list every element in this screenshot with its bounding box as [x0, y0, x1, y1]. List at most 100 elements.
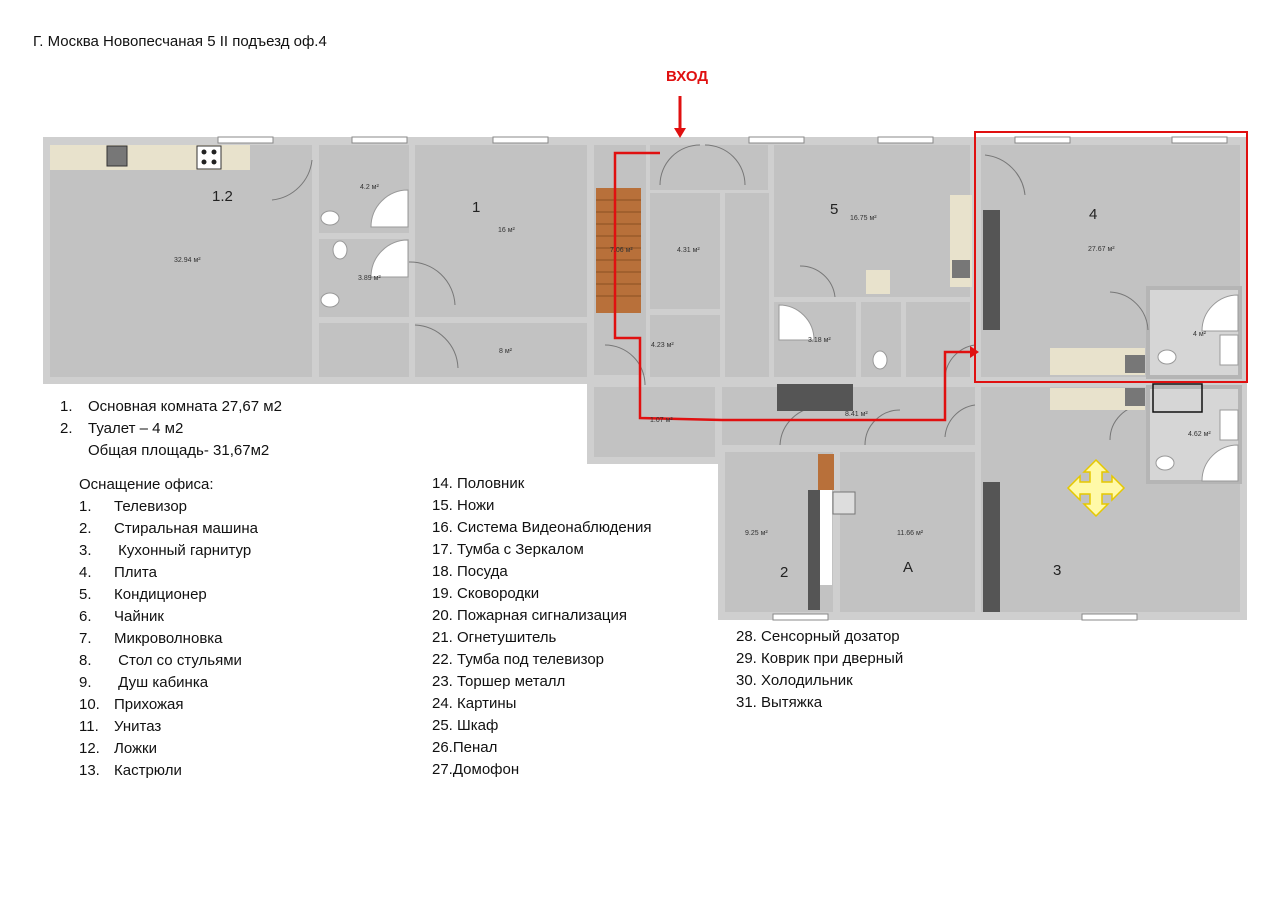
window: [1171, 136, 1228, 144]
shower-icon: [1201, 444, 1239, 482]
staircase-small: [818, 454, 834, 490]
sink-icon: [952, 260, 970, 278]
equipment-item: 19. Сковородки: [432, 585, 540, 602]
equipment-item: 15. Ножи: [432, 497, 495, 514]
staircase: [596, 188, 641, 313]
equipment-item: 21. Огнетушитель: [432, 629, 557, 646]
door-swing: [944, 404, 976, 438]
door-swing: [604, 344, 646, 386]
room-label: 4: [1089, 206, 1097, 223]
equipment-item: 6.Чайник: [79, 608, 164, 625]
entrance-label: ВХОД: [666, 68, 709, 85]
summary-item: 2.Туалет – 4 м2: [60, 420, 184, 437]
corridor-mid-floor: [725, 193, 769, 377]
move-arrow-icon: [1066, 458, 1126, 518]
equipment-item: 18. Посуда: [432, 563, 508, 580]
corridor-top-floor: [650, 145, 768, 190]
room-area: 16.75 м²: [850, 215, 877, 222]
room-area: 16 м²: [498, 227, 516, 234]
equipment-item: 25. Шкаф: [432, 717, 499, 734]
room-area: 1.07 м²: [650, 417, 673, 424]
summary-total: Общая площадь- 31,67м2: [88, 442, 270, 459]
equipment-item: 2.Стиральная машина: [79, 520, 258, 537]
window: [877, 136, 934, 144]
room-area: 3.18 м²: [808, 337, 831, 344]
equipment-item: 30. Холодильник: [736, 672, 853, 689]
summary-item: 1.Основная комната 27,67 м2: [60, 398, 282, 415]
wardrobe: [983, 210, 1000, 330]
window: [748, 136, 805, 144]
equipment-list-1: Оснащение офиса: 1.Телевизор 2.Стиральна…: [79, 474, 258, 782]
fridge-icon: [1152, 383, 1203, 413]
room-area: 4.31 м²: [677, 247, 700, 254]
page-title: Г. Москва Новопесчаная 5 II подъезд оф.4: [33, 33, 327, 50]
toilet-icon: [320, 292, 340, 308]
route-line: [613, 151, 972, 422]
window: [351, 136, 408, 144]
room-area: 8 м²: [499, 348, 513, 355]
equipment-item: 4.Плита: [79, 564, 157, 581]
wardrobe: [983, 482, 1000, 612]
room-area: 4.23 м²: [651, 342, 674, 349]
sink-icon: [1219, 334, 1239, 366]
room-8-floor: [415, 323, 587, 377]
room-4-31-floor: [650, 193, 720, 309]
equipment-item: 31. Вытяжка: [736, 694, 823, 711]
toilet-icon: [872, 350, 888, 370]
room-area: 9.25 м²: [745, 530, 768, 537]
small-box: [832, 491, 856, 515]
door-swing: [659, 144, 701, 186]
equipment-item: 5.Кондиционер: [79, 586, 207, 603]
room-1-2-floor: [50, 145, 312, 377]
room-area: 4 м²: [1193, 331, 1207, 338]
room-label: 3: [1053, 562, 1061, 579]
room-area: 27.67 м²: [1088, 246, 1115, 253]
room-storage-floor: [906, 302, 970, 377]
equipment-item: 11.Унитаз: [79, 718, 162, 735]
equipment-item: 12.Ложки: [79, 740, 157, 757]
equipment-item: 26.Пенал: [432, 739, 498, 756]
partition-dark: [808, 490, 820, 610]
equipment-item: 10.Прихожая: [79, 696, 184, 713]
room-1-07-floor: [594, 387, 715, 457]
equipment-list-2: 14. Половник 15. Ножи 16. Система Видеон…: [432, 473, 652, 781]
partition-white: [820, 490, 832, 585]
equipment-heading: Оснащение офиса:: [79, 476, 214, 493]
room-label: 1: [472, 199, 480, 216]
equipment-item: 14. Половник: [432, 475, 525, 492]
toilet-icon: [332, 240, 348, 260]
equipment-item: 13.Кастрюли: [79, 762, 182, 779]
toilet-icon: [1155, 455, 1175, 471]
door-swing: [408, 261, 456, 306]
equipment-item: 7.Микроволновка: [79, 630, 223, 647]
room-area: 4.62 м²: [1188, 431, 1211, 438]
room-area: 7.06 м²: [610, 247, 633, 254]
room-4-23-floor: [650, 315, 720, 377]
shower-icon: [778, 304, 815, 341]
equipment-item: 20. Пожарная сигнализация: [432, 607, 628, 624]
sink-icon: [1219, 409, 1239, 441]
sink-icon: [1125, 355, 1145, 373]
window: [492, 136, 549, 144]
shower-icon: [370, 189, 409, 228]
equipment-item: 1.Телевизор: [79, 498, 188, 515]
shower-icon: [370, 239, 409, 278]
counter-dark: [777, 384, 853, 411]
door-swing: [271, 159, 313, 201]
room-label: 1.2: [212, 188, 233, 205]
room-a-floor: [840, 452, 975, 612]
equipment-list-3: 28. Сенсорный дозатор 29. Коврик при две…: [736, 626, 903, 714]
room-area: 32.94 м²: [174, 257, 201, 264]
summary-list: 1.Основная комната 27,67 м2 2.Туалет – 4…: [60, 396, 282, 462]
stove-icon: [196, 145, 222, 170]
room-small-floor: [319, 323, 409, 377]
room-area: 8.41 м²: [845, 411, 868, 418]
toilet-icon: [1157, 349, 1177, 365]
door-swing: [799, 265, 836, 298]
sink-icon: [106, 145, 128, 167]
window: [1081, 613, 1138, 621]
equipment-item: 23. Торшер металл: [432, 673, 566, 690]
shower-icon: [1201, 294, 1239, 332]
window: [1014, 136, 1071, 144]
